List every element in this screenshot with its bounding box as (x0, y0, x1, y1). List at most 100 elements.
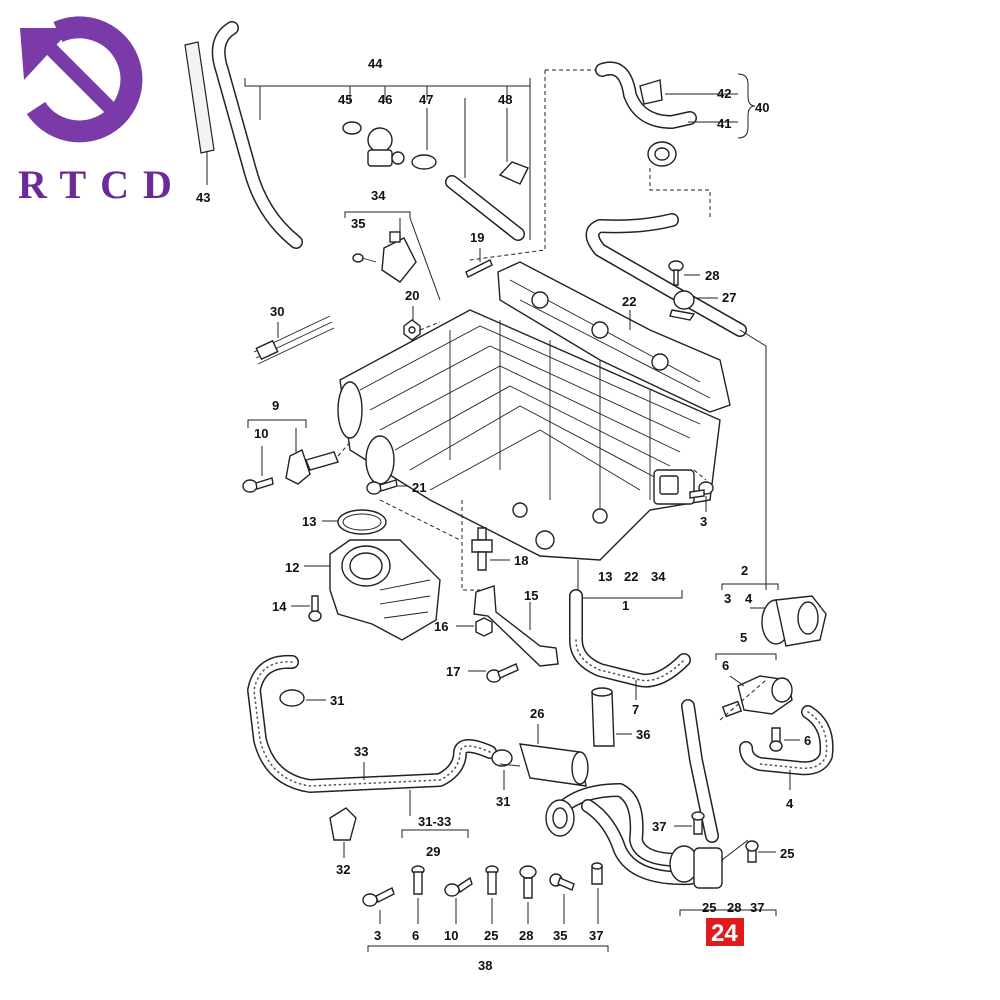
part-47-clamp (411, 108, 437, 170)
part-43-strip (184, 41, 215, 185)
callout-37-right: 37 (652, 819, 666, 834)
callout-31-right: 31 (496, 794, 510, 809)
callout-6-right: 6 (722, 658, 729, 673)
part-20-nut (403, 319, 421, 341)
part-4-valve (761, 595, 827, 647)
group-28: 28 (727, 900, 741, 915)
callout-42: 42 (717, 86, 731, 101)
part-21-screw (366, 479, 398, 495)
hardware-label-25: 25 (484, 928, 498, 943)
part-33-hose (247, 654, 497, 793)
callout-43: 43 (196, 190, 210, 205)
callout-22: 22 (622, 294, 636, 309)
part-6-screw (769, 727, 783, 752)
callout-5: 5 (740, 630, 747, 645)
part-30-tubes (253, 315, 335, 365)
callout-18: 18 (514, 553, 528, 568)
group-22: 22 (624, 569, 638, 584)
highlight-label: 24 (711, 920, 738, 947)
callout-36: 36 (636, 727, 650, 742)
part-44-short-hose (445, 175, 525, 241)
part-26-connector (499, 743, 589, 787)
part-10-screw (242, 477, 274, 493)
callout-35: 35 (351, 216, 365, 231)
callout-25-right: 25 (780, 846, 794, 861)
part-27-pipe (585, 213, 747, 337)
callout-31-left: 31 (330, 693, 344, 708)
part-28-screw (668, 260, 684, 286)
callout-1: 1 (622, 598, 629, 613)
group-34: 34 (651, 569, 666, 584)
part-15-bracket (473, 585, 559, 667)
hardware-bolt-37 (591, 862, 603, 885)
callout-3-top: 3 (700, 514, 707, 529)
part-35-screw (352, 253, 377, 263)
callout-46: 46 (378, 92, 392, 107)
part-3-bolt (689, 481, 714, 499)
part-41-hose (595, 61, 697, 129)
callout-34: 34 (371, 188, 386, 203)
callout-40: 40 (755, 100, 769, 115)
callout-31-33: 31-33 (418, 814, 451, 829)
callout-47: 47 (419, 92, 433, 107)
callout-2: 2 (741, 563, 748, 578)
callout-13: 13 (302, 514, 316, 529)
group-37: 37 (750, 900, 764, 915)
part-5-solenoid (721, 675, 793, 718)
part-18-stud (471, 527, 493, 571)
callout-19: 19 (470, 230, 484, 245)
part-19-stud (465, 259, 493, 278)
hardware-bolt-3 (362, 887, 395, 907)
callout-30: 30 (270, 304, 284, 319)
callout-15: 15 (524, 588, 538, 603)
rtcd-logo: RTCD (18, 16, 186, 207)
part-12-throttle-body (329, 539, 441, 641)
hardware-bolt-28 (519, 865, 537, 899)
part-4-hose (739, 705, 834, 776)
hardware-bolt-10 (444, 876, 473, 897)
callout-3-right: 3 (724, 591, 731, 606)
hardware-label-37: 37 (589, 928, 603, 943)
part-48-bracket (498, 108, 529, 185)
part-31-clamp-right (491, 749, 513, 767)
part-32-clip (329, 807, 357, 841)
callout-12: 12 (285, 560, 299, 575)
callout-38: 38 (478, 958, 492, 973)
group-25: 25 (702, 900, 716, 915)
logo-text: RTCD (18, 162, 186, 207)
callout-4-hose: 4 (786, 796, 794, 811)
part-24-hose (545, 699, 723, 889)
callout-29: 29 (426, 844, 440, 859)
part-25-screw (745, 840, 759, 863)
part-46-valve (367, 127, 405, 167)
callout-45: 45 (338, 92, 352, 107)
part-16-nut (475, 617, 493, 637)
callout-16: 16 (434, 619, 448, 634)
part-45-clamp (342, 121, 362, 135)
callout-26: 26 (530, 706, 544, 721)
callout-48: 48 (498, 92, 512, 107)
callout-14: 14 (272, 599, 287, 614)
callout-28-top: 28 (705, 268, 719, 283)
part-41-connector (647, 141, 677, 167)
part-42-clip (639, 79, 663, 105)
part-14-screw (308, 595, 322, 622)
rotate-arrow-icon (20, 16, 143, 143)
hardware-label-6: 6 (412, 928, 419, 943)
hardware-label-10: 10 (444, 928, 458, 943)
callout-27: 27 (722, 290, 736, 305)
part-9-sensor (285, 449, 339, 485)
hardware-label-28: 28 (519, 928, 533, 943)
highlight-badge-24: 24 (706, 918, 744, 947)
callout-33: 33 (354, 744, 368, 759)
part-17-bolt (486, 663, 519, 683)
callout-4-right: 4 (745, 591, 753, 606)
part-36-sleeve (591, 687, 615, 747)
callout-20: 20 (405, 288, 419, 303)
part-13-gasket (337, 509, 387, 535)
hardware-bolt-6 (411, 865, 425, 895)
callout-21: 21 (412, 480, 426, 495)
callout-9: 9 (272, 398, 279, 413)
callout-32: 32 (336, 862, 350, 877)
